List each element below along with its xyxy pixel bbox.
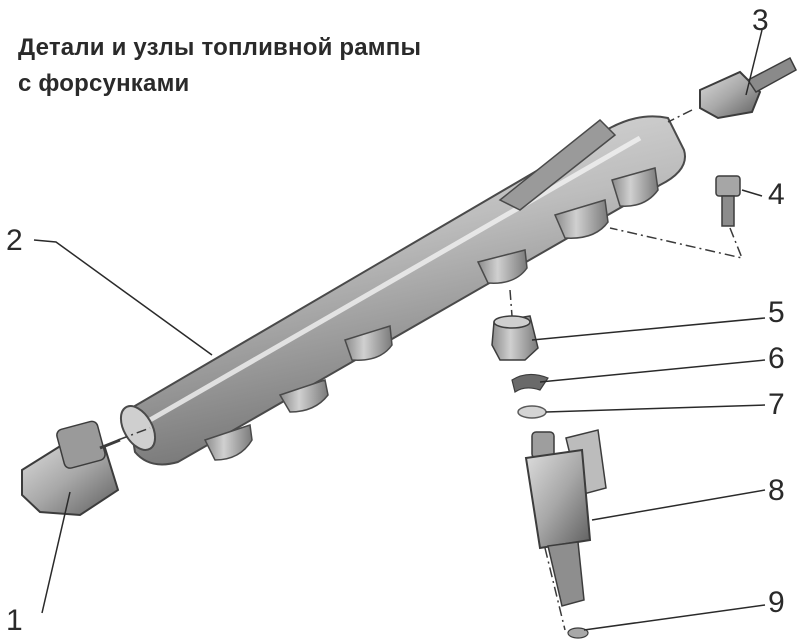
injector-insert xyxy=(491,315,539,361)
callout-1: 1 xyxy=(6,604,23,637)
fuel-rail xyxy=(119,115,686,466)
assembly-lines xyxy=(117,109,744,631)
callout-4: 4 xyxy=(768,178,785,211)
diagram-title: Детали и узлы топливной рампы с форсунка… xyxy=(18,30,498,102)
callout-7: 7 xyxy=(768,388,785,421)
mounting-bolt xyxy=(715,175,741,227)
title-line-1: Детали и узлы топливной рампы xyxy=(18,34,422,61)
injector-seal xyxy=(567,627,589,639)
callout-6: 6 xyxy=(768,342,785,375)
callout-labels: 1 2 3 4 5 6 7 8 9 xyxy=(6,4,785,637)
injector-cups xyxy=(203,167,659,461)
leader-lines xyxy=(33,29,766,631)
o-ring xyxy=(517,405,547,419)
pressure-sensor xyxy=(21,420,121,517)
callout-3: 3 xyxy=(752,4,769,37)
callout-5: 5 xyxy=(768,296,785,329)
title-line-2: с форсунками xyxy=(18,70,190,97)
retaining-clip xyxy=(511,373,549,393)
fuel-injector xyxy=(524,429,607,607)
callout-8: 8 xyxy=(768,474,785,507)
callout-2: 2 xyxy=(6,224,23,257)
end-fitting xyxy=(699,56,797,120)
callout-9: 9 xyxy=(768,586,785,619)
